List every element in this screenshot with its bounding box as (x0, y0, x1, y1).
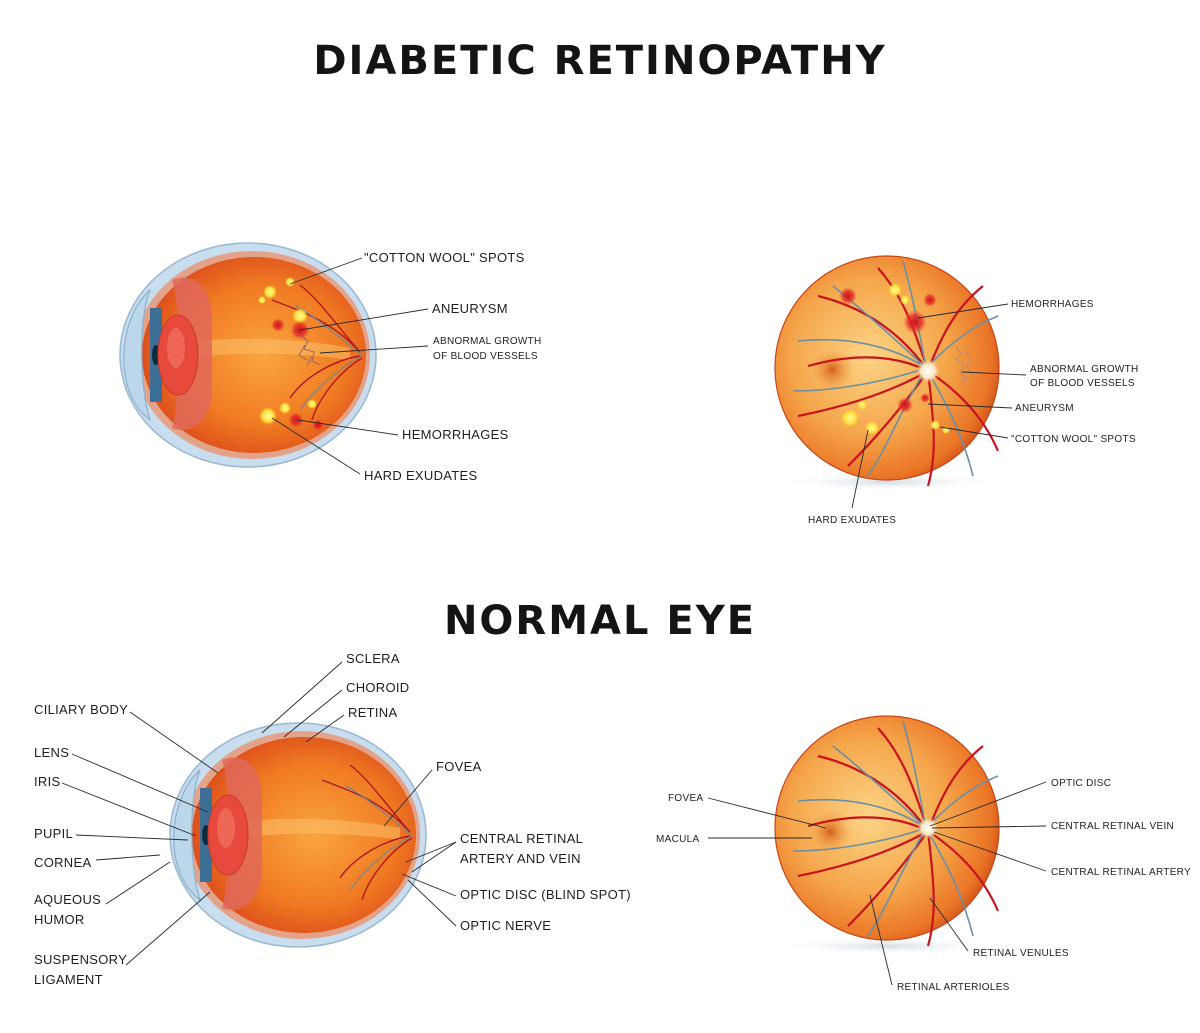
label-fovea-side: FOVEA (436, 759, 482, 774)
normal-side-eye (169, 722, 427, 948)
label-pupil: PUPIL (34, 826, 73, 841)
diabetic-side-eye (119, 242, 377, 468)
normal-fundus-leaders (707, 781, 1047, 986)
label-hemorrhages-side: HEMORRHAGES (402, 427, 509, 442)
label-aqueous-humor-1: AQUEOUS (34, 892, 101, 907)
label-abnormal-growth-fundus-1: ABNORMAL GROWTH (1030, 364, 1139, 375)
label-optic-disc-blind-spot: OPTIC DISC (BLIND SPOT) (460, 887, 631, 902)
normal-side-leaders (61, 661, 457, 966)
label-suspensory-ligament-2: LIGAMENT (34, 972, 103, 987)
label-central-retinal-1: CENTRAL RETINAL (460, 831, 583, 846)
label-hard-exudates-fundus: HARD EXUDATES (808, 515, 896, 526)
label-aneurysm-fundus: ANEURYSM (1015, 403, 1074, 414)
label-central-retinal-artery: CENTRAL RETINAL ARTERY (1051, 867, 1191, 878)
diabetic-fundus-leaders (851, 303, 1027, 509)
label-hard-exudates-side: HARD EXUDATES (364, 468, 477, 483)
label-central-retinal-vein: CENTRAL RETINAL VEIN (1051, 821, 1174, 832)
label-aneurysm-side: ANEURYSM (432, 301, 508, 316)
title-diabetic-retinopathy: DIABETIC RETINOPATHY (313, 38, 887, 84)
label-abnormal-growth-fundus-2: OF BLOOD VESSELS (1030, 378, 1135, 389)
label-optic-nerve: OPTIC NERVE (460, 918, 551, 933)
label-fovea-fundus: FOVEA (668, 793, 703, 804)
label-aqueous-humor-2: HUMOR (34, 912, 85, 927)
label-cornea: CORNEA (34, 855, 91, 870)
normal-fundus (774, 715, 1000, 955)
label-choroid: CHOROID (346, 680, 410, 695)
label-ciliary-body: CILIARY BODY (34, 702, 128, 717)
label-abnormal-growth-side-1: ABNORMAL GROWTH (433, 336, 542, 347)
label-central-retinal-2: ARTERY AND VEIN (460, 851, 581, 866)
label-suspensory-ligament-1: SUSPENSORY (34, 952, 127, 967)
label-lens: LENS (34, 745, 69, 760)
label-cotton-wool-side: "COTTON WOOL" SPOTS (364, 250, 525, 265)
label-optic-disc-fundus: OPTIC DISC (1051, 778, 1111, 789)
label-hemorrhages-fundus: HEMORRHAGES (1011, 299, 1094, 310)
label-cotton-wool-fundus: "COTTON WOOL" SPOTS (1011, 434, 1136, 445)
label-iris: IRIS (34, 774, 61, 789)
label-abnormal-growth-side-2: OF BLOOD VESSELS (433, 351, 538, 362)
diabetic-fundus (774, 255, 1000, 491)
label-retinal-arterioles: RETINAL ARTERIOLES (897, 982, 1010, 993)
title-normal-eye: NORMAL EYE (443, 598, 757, 644)
label-macula: MACULA (656, 834, 700, 845)
label-retina: RETINA (348, 705, 397, 720)
label-retinal-venules: RETINAL VENULES (973, 948, 1069, 959)
label-sclera: SCLERA (346, 651, 400, 666)
diabetic-side-leaders (271, 257, 429, 475)
